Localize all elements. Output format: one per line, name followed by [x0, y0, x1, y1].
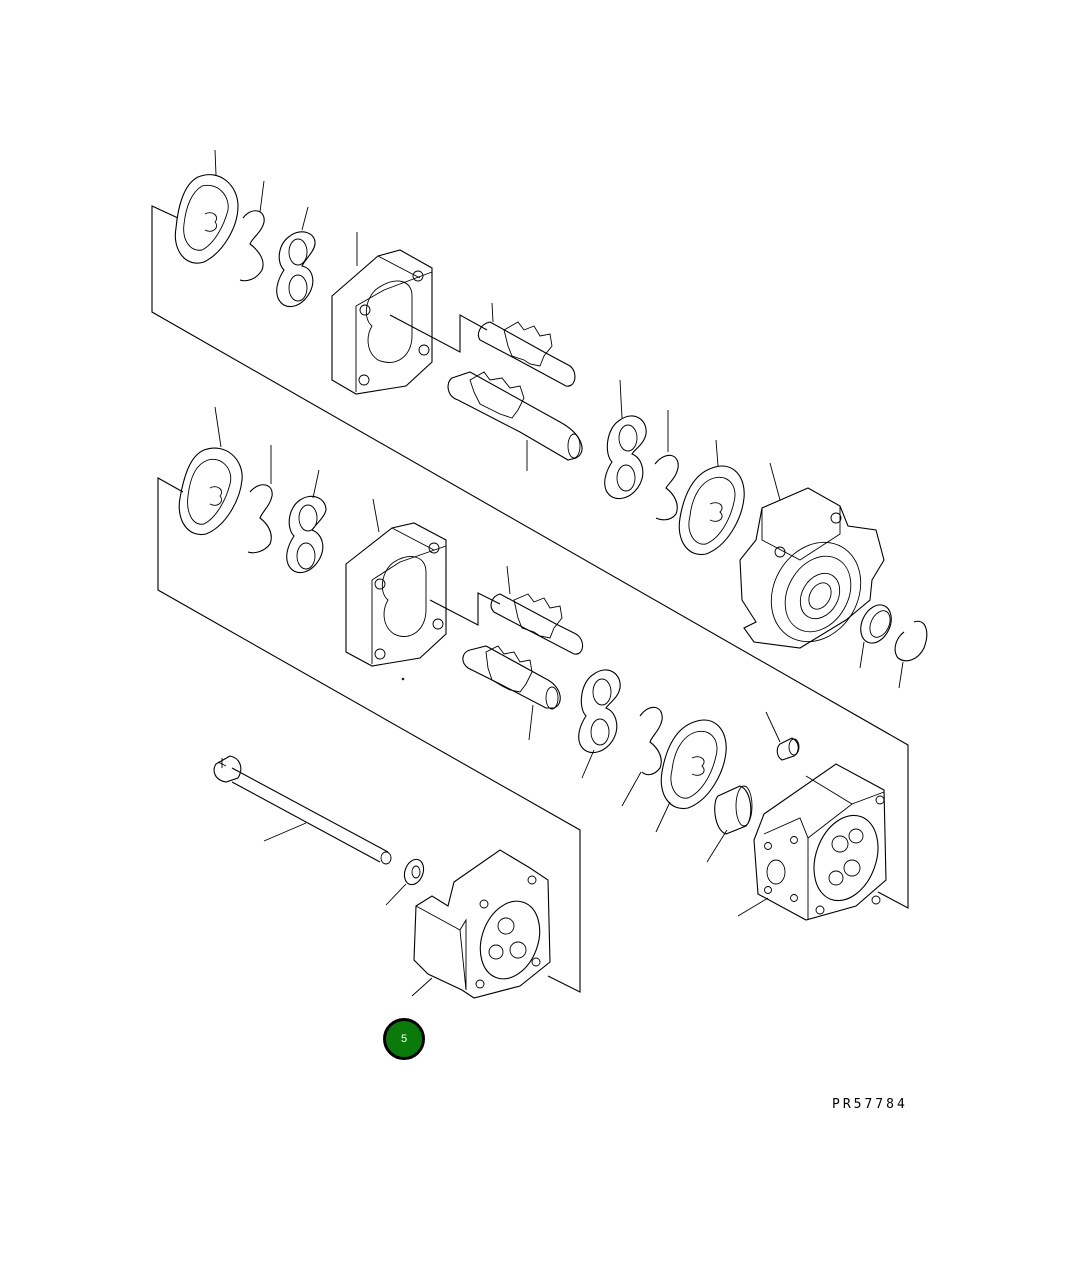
front-cover-flange[interactable]: [739, 462, 885, 658]
shaft-axis-upper: [389, 314, 488, 353]
gasket-lower-1[interactable]: [178, 406, 243, 536]
callout-label: 5: [400, 1033, 408, 1045]
through-bolt[interactable]: [213, 755, 392, 865]
gasket-upper-2[interactable]: [678, 439, 745, 556]
retaining-ring[interactable]: [894, 620, 928, 689]
side-plate-lower-2[interactable]: [578, 669, 621, 779]
side-plate-upper-1[interactable]: [276, 206, 316, 308]
rear-cover[interactable]: [411, 849, 551, 999]
drive-gear-lower[interactable]: [490, 565, 584, 655]
gasket-lower-2[interactable]: [655, 719, 727, 833]
washer[interactable]: [385, 857, 427, 906]
callout-badge[interactable]: 5: [383, 1018, 425, 1060]
side-plate-upper-2[interactable]: [604, 379, 647, 500]
driven-gear-upper[interactable]: [447, 371, 583, 471]
oil-seal[interactable]: [855, 600, 897, 669]
coupling[interactable]: [706, 785, 753, 863]
gear-case-lower[interactable]: [345, 498, 447, 681]
alignment-frame-upper: [151, 205, 909, 909]
snap-ring-lower-2[interactable]: [621, 706, 663, 807]
gear-case-upper[interactable]: [331, 232, 433, 395]
alignment-frame-lower: [157, 477, 581, 993]
snap-ring-upper-2[interactable]: [654, 410, 679, 521]
dowel-pin[interactable]: [765, 711, 800, 761]
drive-gear-upper[interactable]: [477, 302, 576, 387]
gasket-upper-1[interactable]: [174, 149, 239, 264]
shaft-axis-lower: [429, 592, 501, 626]
snap-ring-lower-1[interactable]: [247, 445, 273, 554]
driven-gear-lower[interactable]: [462, 645, 561, 741]
center-body[interactable]: [737, 763, 889, 921]
snap-ring-upper-1[interactable]: [239, 180, 265, 282]
side-plate-lower-1[interactable]: [286, 469, 327, 574]
drawing-id-label: PR57784: [832, 1097, 908, 1112]
